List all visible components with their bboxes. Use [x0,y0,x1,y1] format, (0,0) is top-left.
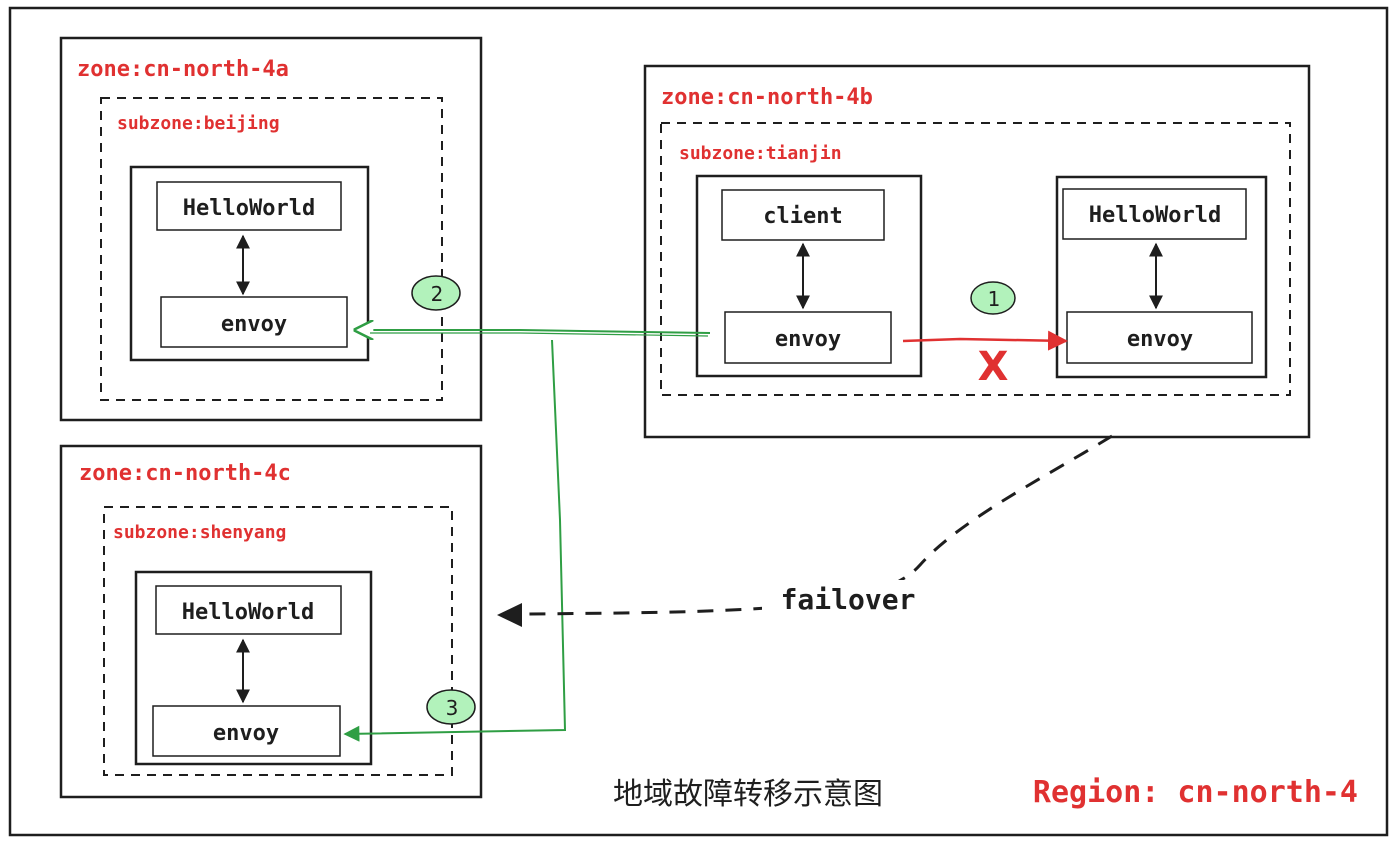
failover-label: failover [781,583,916,616]
step-1-label: 1 [988,287,1001,311]
zone-label: zone:cn-north-4c [79,461,291,486]
zone-label: zone:cn-north-4a [77,57,289,82]
subzone-box [100,97,443,401]
step-2-badge [411,275,461,311]
failover-curve [524,434,1113,616]
pod-box [134,570,373,766]
step-1-badge [970,281,1016,315]
service-node [1062,188,1247,240]
failed-call-arrow [902,330,1068,351]
subzone-label: subzone:shenyang [113,522,286,543]
region-label: Region: cn-north-4 [1033,775,1358,810]
step-2-label: 2 [431,282,444,306]
client-pod-box [695,174,923,378]
subzone-label: subzone:beijing [117,113,280,134]
client-node [721,189,885,241]
failover-curve-head [497,603,522,627]
zone-cn-north-4c: zone:cn-north-4c subzone:shenyang HelloW… [59,444,483,799]
zone-cn-north-4b: zone:cn-north-4b subzone:tianjin client … [643,64,1311,439]
failed-marker: X [978,344,1009,390]
service-node [155,585,342,635]
client-envoy-label: envoy [775,327,841,352]
service-label: HelloWorld [1089,203,1221,228]
envoy-label: envoy [213,721,279,746]
zone-box [59,36,483,422]
step-3-label: 3 [446,696,459,720]
subzone-box [103,506,453,776]
envoy-label: envoy [1127,327,1193,352]
envoy-node [1066,311,1253,364]
subzone-label: subzone:tianjin [679,143,842,164]
client-envoy-node [724,311,892,364]
envoy-node [152,705,341,757]
service-label: HelloWorld [183,196,315,221]
zone-cn-north-4a: zone:cn-north-4a subzone:beijing HelloWo… [59,36,483,422]
failover-arrow-to-4a-stroke [370,332,709,337]
subzone-box [660,122,1291,396]
failover-arrow-to-4a [355,330,711,333]
step-3-badge [426,689,476,725]
client-label: client [763,204,842,229]
pod-box [1055,175,1268,379]
zone-box [59,444,483,799]
zone-label: zone:cn-north-4b [661,85,873,110]
diagram-title: 地域故障转移示意图 [613,777,883,812]
service-label: HelloWorld [182,600,314,625]
failover-label-bg [762,580,932,620]
region-frame [8,6,1389,837]
pod-box [129,165,370,362]
envoy-label: envoy [221,312,287,337]
failover-arrow-to-4c [343,339,567,742]
zone-box [643,64,1311,439]
service-node [156,181,342,231]
envoy-node [160,296,348,348]
